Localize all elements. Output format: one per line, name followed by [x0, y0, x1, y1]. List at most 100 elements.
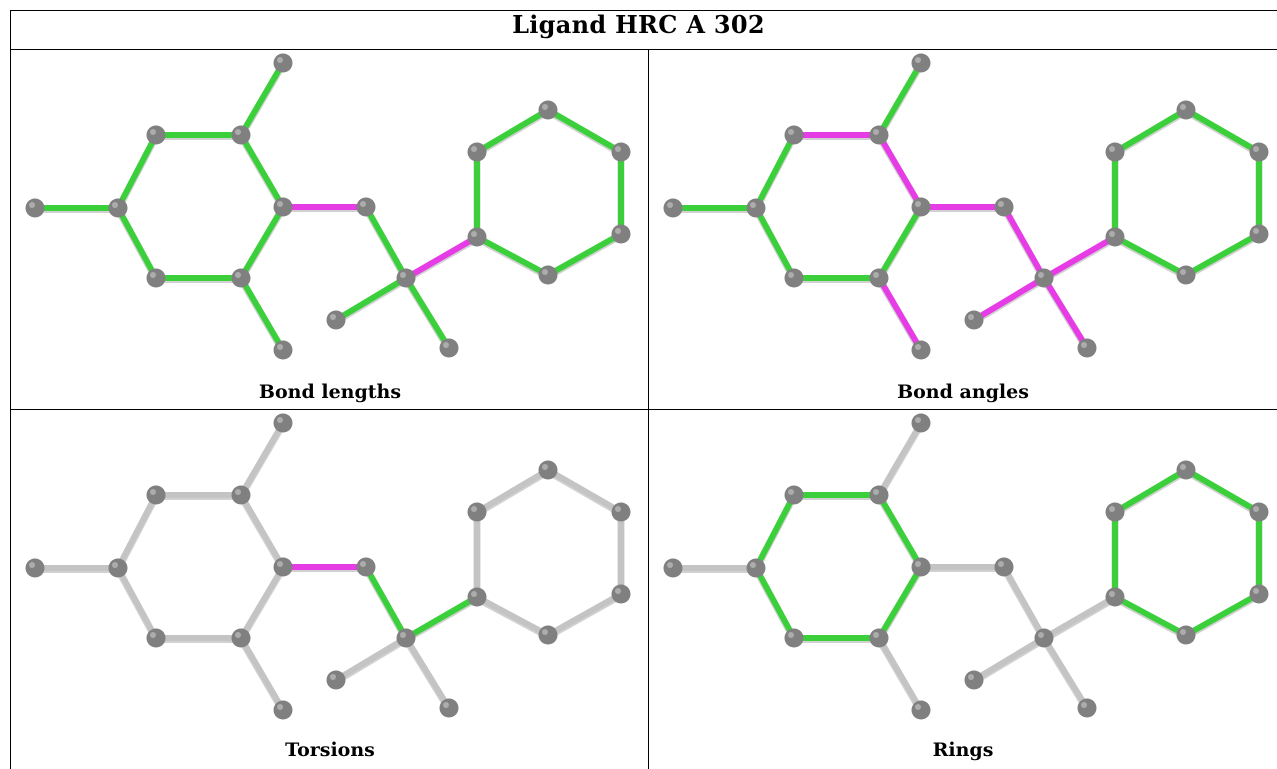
- atom: [964, 310, 984, 330]
- bond: [753, 492, 797, 571]
- atom: [231, 268, 251, 288]
- atom: [994, 557, 1014, 577]
- bond: [1041, 594, 1118, 641]
- bond: [474, 234, 551, 278]
- atom-highlight: [471, 146, 477, 152]
- atom: [146, 485, 166, 505]
- bond: [474, 107, 551, 155]
- bond: [238, 420, 286, 498]
- atom: [326, 310, 346, 330]
- atom: [273, 340, 293, 360]
- atom-highlight: [615, 146, 621, 152]
- atom-highlight: [360, 561, 366, 567]
- atom-highlight: [471, 591, 477, 597]
- atom: [611, 142, 631, 162]
- atom-highlight: [873, 272, 879, 278]
- atom: [467, 142, 487, 162]
- bond: [1041, 234, 1118, 281]
- atom: [231, 125, 251, 145]
- atom-highlight: [29, 202, 35, 208]
- panel-bond-lengths: Bond lengths: [11, 50, 649, 408]
- atom-highlight: [150, 489, 156, 495]
- atom-highlight: [112, 562, 118, 568]
- atom: [439, 698, 459, 718]
- bond: [238, 132, 286, 210]
- atom-highlight: [788, 489, 794, 495]
- bond: [876, 275, 924, 353]
- bond: [238, 60, 286, 138]
- atom-highlight: [277, 344, 283, 350]
- atom: [467, 227, 487, 247]
- bond: [1183, 107, 1262, 155]
- bond: [876, 492, 924, 570]
- bond: [238, 275, 286, 353]
- atom-highlight: [112, 202, 118, 208]
- atom-highlight: [873, 632, 879, 638]
- atom: [784, 485, 804, 505]
- atom-highlight: [1109, 591, 1115, 597]
- atom-highlight: [400, 632, 406, 638]
- row-divider: [10, 409, 1277, 410]
- atom-highlight: [667, 562, 673, 568]
- atom: [538, 100, 558, 120]
- atom-highlight: [150, 272, 156, 278]
- panel-bond-angles: Bond angles: [649, 50, 1277, 408]
- atom-highlight: [788, 632, 794, 638]
- bond: [971, 635, 1047, 683]
- atom-highlight: [750, 562, 756, 568]
- atom-highlight: [330, 314, 336, 320]
- bond: [1001, 204, 1047, 281]
- bond: [876, 132, 924, 210]
- atom: [273, 197, 293, 217]
- atom-highlight: [968, 674, 974, 680]
- atom: [1176, 625, 1196, 645]
- atom-highlight: [1180, 104, 1186, 110]
- atom: [911, 700, 931, 720]
- atom: [1105, 587, 1125, 607]
- atom: [869, 628, 889, 648]
- atom: [746, 198, 766, 218]
- bond: [1112, 107, 1189, 155]
- atom: [1249, 142, 1269, 162]
- bond: [238, 492, 286, 570]
- atom-highlight: [1109, 146, 1115, 152]
- atom-highlight: [235, 489, 241, 495]
- bond: [1001, 564, 1047, 641]
- bond: [1112, 467, 1189, 515]
- bond: [115, 565, 159, 641]
- bond: [545, 231, 624, 278]
- atom-highlight: [443, 342, 449, 348]
- atom: [231, 628, 251, 648]
- atom-highlight: [277, 417, 283, 423]
- atom: [869, 125, 889, 145]
- atom-highlight: [542, 629, 548, 635]
- atom-highlight: [915, 561, 921, 567]
- atom-highlight: [1081, 342, 1087, 348]
- atom: [1077, 338, 1097, 358]
- bond: [1183, 591, 1262, 638]
- atom: [396, 268, 416, 288]
- atom: [146, 125, 166, 145]
- atom: [1034, 268, 1054, 288]
- bond: [403, 234, 480, 281]
- atom: [467, 502, 487, 522]
- bond: [403, 635, 452, 711]
- panel-caption: Bond angles: [897, 381, 1029, 403]
- atom-highlight: [471, 506, 477, 512]
- atom: [611, 224, 631, 244]
- atom-highlight: [1109, 231, 1115, 237]
- bond: [363, 564, 409, 641]
- bond: [971, 275, 1047, 323]
- bond: [545, 467, 624, 515]
- atom: [869, 268, 889, 288]
- atom: [784, 125, 804, 145]
- atom: [911, 413, 931, 433]
- bond: [474, 467, 551, 515]
- figure-title: Ligand HRC A 302: [512, 10, 765, 39]
- bond: [753, 205, 797, 281]
- bond: [474, 594, 551, 638]
- bond: [403, 275, 452, 351]
- atom: [869, 485, 889, 505]
- molecule-bond-lengths: [25, 53, 631, 360]
- atom: [911, 557, 931, 577]
